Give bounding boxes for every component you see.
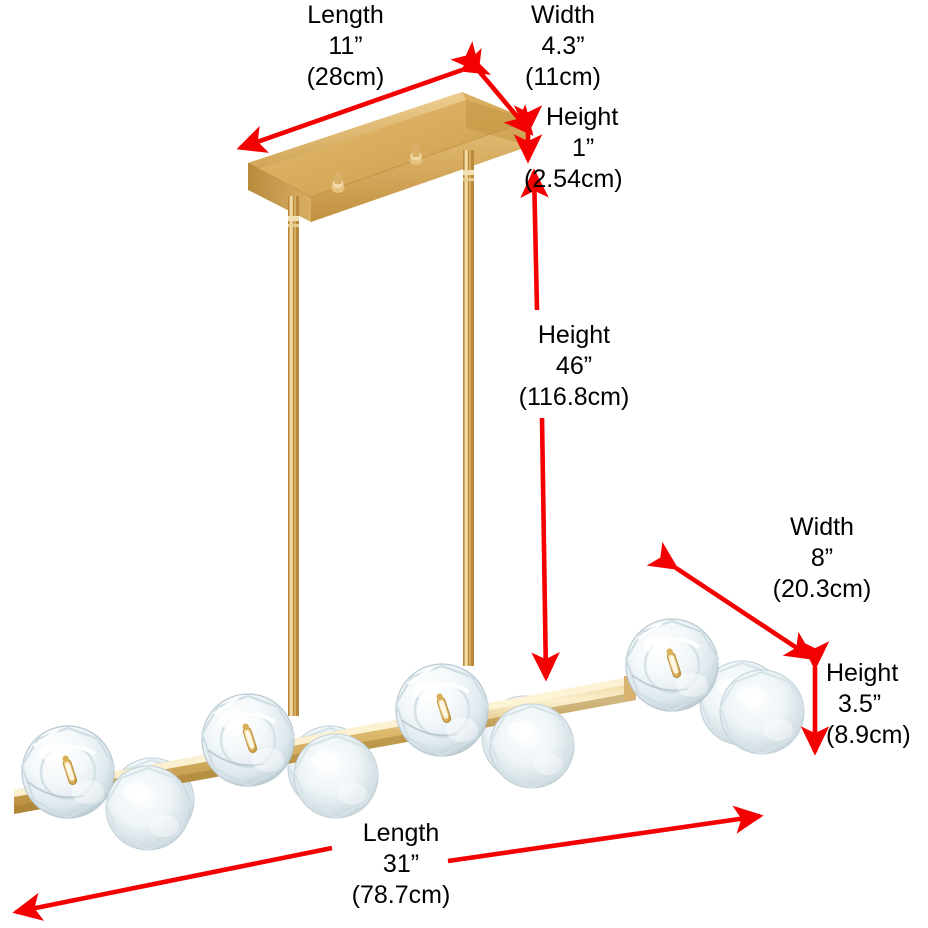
label-overall-height-name: Height: [537, 321, 611, 349]
label-fixture-width: Width 8” (20.3cm): [722, 512, 922, 605]
label-fixture-height-name: Height: [826, 659, 899, 687]
label-fixture-length-name: Length: [362, 819, 440, 847]
label-canopy-width-metric: (11cm): [525, 63, 601, 91]
label-fixture-length-metric: (78.7cm): [351, 881, 451, 909]
label-canopy-width-name: Width: [531, 1, 595, 29]
suspension-rod-right: [463, 150, 474, 666]
label-overall-height-metric: (116.8cm): [518, 383, 630, 411]
label-fixture-width-inches: 8”: [810, 544, 834, 572]
label-fixture-length-inches: 31”: [382, 850, 420, 878]
label-canopy-height-name: Height: [546, 103, 619, 131]
label-fixture-height-inches: 3.5”: [838, 690, 882, 718]
suspension-rod-left: [288, 196, 299, 716]
label-canopy-length: Length 11” (28cm): [258, 0, 433, 93]
label-canopy-length-inches: 11”: [328, 32, 363, 60]
label-overall-height: Height 46” (116.8cm): [466, 320, 682, 413]
label-fixture-width-metric: (20.3cm): [772, 575, 872, 603]
canopy-screw: [331, 172, 345, 193]
label-canopy-length-metric: (28cm): [306, 63, 385, 91]
label-overall-height-inches: 46”: [555, 352, 593, 380]
label-canopy-width-inches: 4.3”: [541, 32, 585, 60]
label-canopy-height: Height 1” (2.54cm): [524, 102, 704, 195]
label-canopy-length-name: Length: [307, 1, 384, 29]
label-canopy-width: Width 4.3” (11cm): [484, 0, 642, 93]
label-canopy-height-inches: 1”: [572, 134, 595, 162]
label-fixture-length: Length 31” (78.7cm): [316, 818, 486, 911]
label-canopy-height-metric: (2.54cm): [524, 165, 623, 193]
label-fixture-height: Height 3.5” (8.9cm): [826, 658, 928, 751]
label-fixture-width-name: Width: [790, 513, 854, 541]
label-fixture-height-metric: (8.9cm): [826, 721, 911, 749]
